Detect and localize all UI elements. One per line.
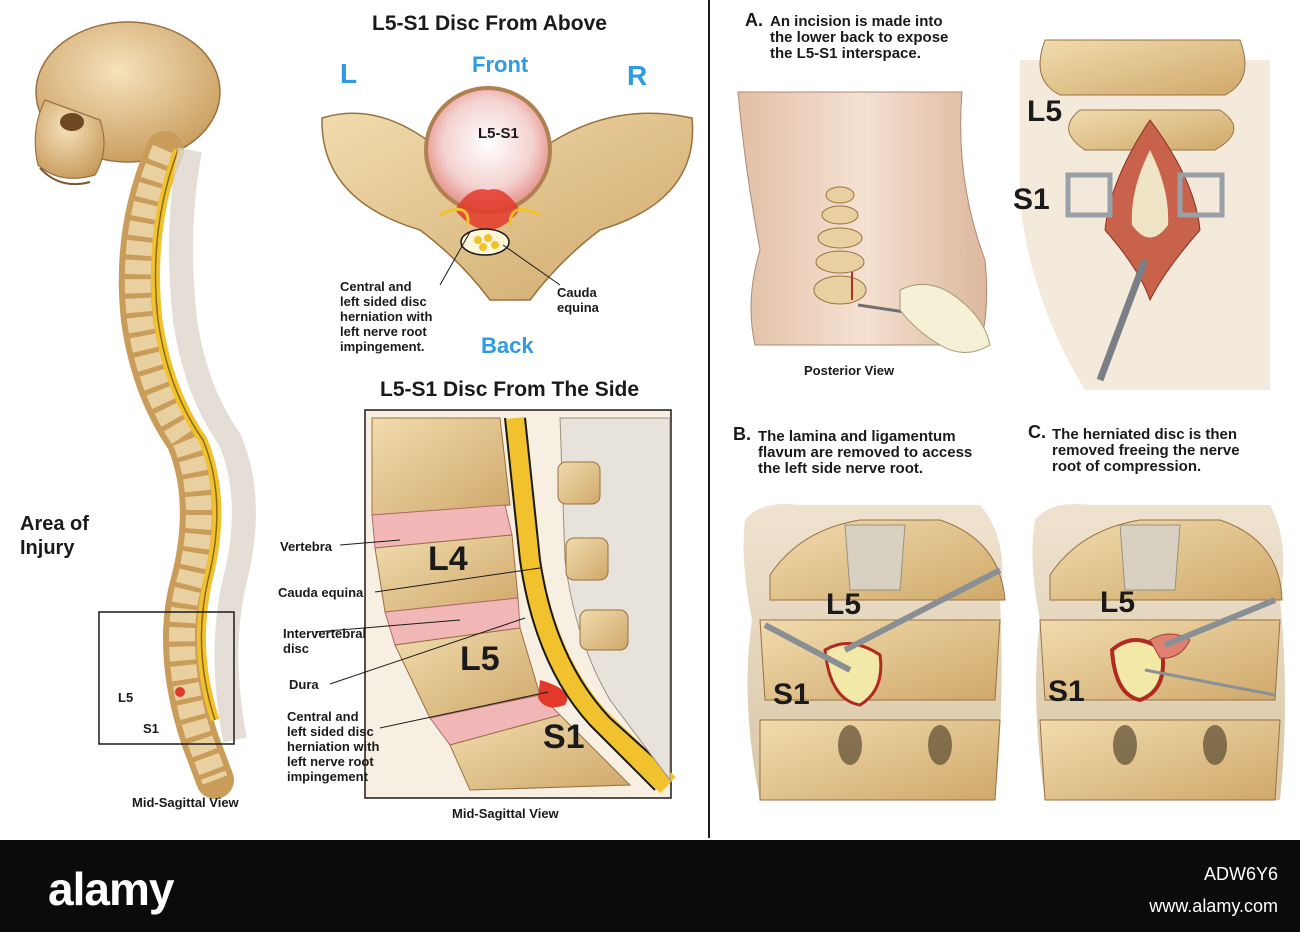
disc-label: L5-S1	[478, 125, 519, 142]
right-marker: R	[627, 60, 648, 91]
side-cord	[504, 416, 676, 793]
spine-s1-label: S1	[143, 721, 159, 736]
disc-top-view	[321, 86, 694, 301]
side-s1-label: S1	[543, 718, 585, 756]
injury-box	[98, 611, 235, 745]
step-a-text: An incision is made into the lower back …	[770, 13, 949, 62]
cauda-equina	[460, 228, 510, 256]
canal-b	[844, 524, 906, 591]
canal-c	[1119, 524, 1181, 591]
step-c-letter: C.	[1028, 422, 1046, 442]
step-c-image	[1032, 504, 1285, 801]
disc-side-label: Intervertebral disc	[283, 626, 367, 656]
step-c-text: The herniated disc is then removed freei…	[1052, 426, 1240, 475]
footer-bar	[0, 840, 1300, 932]
spine-l5-label: L5	[118, 690, 134, 705]
side-l5-label: L5	[460, 640, 500, 678]
retractor-right	[1177, 172, 1225, 218]
gloved-hand	[899, 283, 991, 353]
step-a-exposure	[1020, 39, 1270, 390]
side-l4-label: L4	[428, 540, 468, 578]
step-a-letter: A.	[745, 10, 763, 30]
step-b-letter: B.	[733, 424, 751, 444]
disc-side-view	[314, 409, 676, 799]
side-herniation-label: Central and left sided disc herniation w…	[287, 709, 380, 784]
footer-url: www.alamy.com	[1149, 896, 1278, 916]
area-of-injury-label: Area of Injury	[20, 512, 89, 560]
vertebra-s1	[449, 714, 632, 791]
spine-caption: Mid-Sagittal View	[132, 795, 239, 810]
top-herniation-label: Central and left sided disc herniation w…	[340, 279, 433, 354]
spine-figure	[34, 21, 256, 799]
step-c-s1-label: S1	[1048, 675, 1085, 708]
illustration-canvas	[34, 21, 1285, 801]
vertebra-l4	[371, 417, 511, 516]
retractor-left	[1065, 172, 1113, 218]
front-marker: Front	[472, 52, 529, 77]
face	[34, 99, 105, 179]
instrument	[1096, 258, 1149, 382]
area-label-line2: Injury	[20, 537, 75, 559]
posterior-elements	[559, 417, 671, 782]
area-label-line1: Area of	[20, 513, 89, 535]
footer-code: ADW6Y6	[1203, 864, 1278, 884]
step-b-text: The lamina and ligamentum flavum are rem…	[758, 428, 973, 477]
step-a-caption: Posterior View	[804, 363, 895, 378]
step-c-l5-label: L5	[1100, 586, 1136, 619]
spinous-processes	[169, 147, 256, 743]
left-marker: L	[340, 58, 358, 89]
step-a-s1-label: S1	[1013, 183, 1050, 216]
dura-label: Dura	[289, 677, 319, 692]
footer-brand: alamy	[48, 863, 174, 915]
back-marker: Back	[481, 333, 534, 358]
step-b-image	[743, 504, 1006, 801]
step-a-l5-label: L5	[1027, 95, 1063, 128]
side-herniation	[538, 680, 568, 708]
side-caption: Mid-Sagittal View	[452, 806, 559, 821]
top-cauda-label: Cauda equina	[557, 285, 599, 315]
vertebra-upper	[1039, 39, 1246, 96]
cauda-side-label: Cauda equina	[278, 585, 364, 600]
herniation	[455, 189, 520, 230]
step-a-back	[737, 91, 991, 353]
side-view-title: L5-S1 Disc From The Side	[380, 378, 640, 401]
step-b-l5-label: L5	[826, 588, 862, 621]
top-view-title: L5-S1 Disc From Above	[372, 12, 607, 35]
vertebra-label: Vertebra	[280, 539, 333, 554]
panel-divider	[708, 0, 710, 838]
step-b-s1-label: S1	[773, 678, 810, 711]
